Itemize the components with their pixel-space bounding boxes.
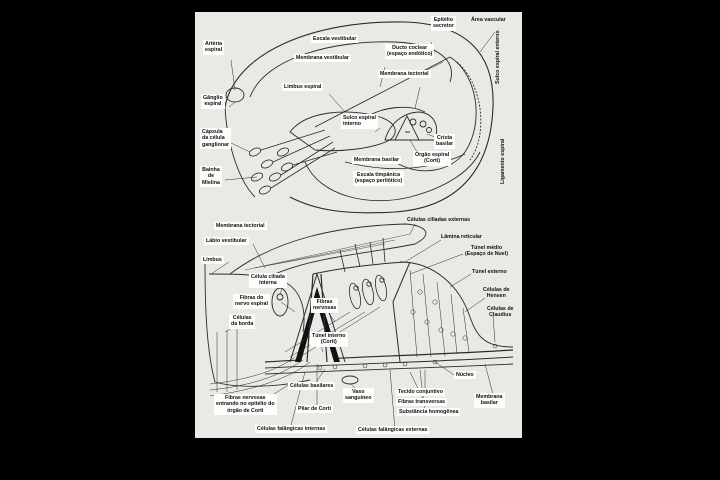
label-tunel-medio: Túnel médio (Espaço de Nuel): [465, 245, 508, 258]
cochlea-figure: Artéria espiral Escala vestibular Epitél…: [195, 12, 522, 438]
label-vaso-sanguineo: Vaso sanguíneo: [343, 388, 374, 403]
label-membrana-basilar-bottom: Membrana basilar: [474, 393, 505, 408]
label-membrana-tectorial-top: Membrana tectorial: [378, 70, 431, 79]
cochlear-duct-drawing: [224, 21, 496, 214]
label-tecido-conjuntivo: Tecido conjuntivo: [396, 388, 445, 397]
label-substancia-homogenea: Substância homogênea: [397, 408, 461, 417]
label-sulco-espiral-externo: Sulco espiral externo: [495, 30, 501, 84]
label-sulco-espiral-interno: Sulco espiral interno: [341, 114, 378, 129]
label-fibras-nervosas: Fibras nervosas: [311, 298, 339, 313]
label-tunel-interno: Túnel interno (Corti): [310, 332, 348, 347]
label-labio-vestibular: Lábio vestibular: [204, 237, 249, 246]
label-ligamento-espiral: Ligamento espiral: [500, 138, 506, 184]
label-membrana-basilar-top: Membrana basilar: [352, 156, 402, 165]
label-bainha-mielina: Bainha de Mielina: [200, 166, 222, 188]
label-fibras-transversas: Fibras transversas: [396, 398, 448, 407]
label-orgao-espiral: Órgão espiral (Corti): [413, 151, 452, 166]
label-membrana-vestibular: Membrana vestibular: [294, 54, 351, 63]
label-limbus-espiral: Limbus espiral: [282, 83, 324, 92]
label-celulas-falangicas-internas: Células falângicas internas: [255, 425, 328, 434]
label-escala-vestibular: Escala vestibular: [311, 35, 359, 44]
label-celulas-falangicas-externas: Células falângicas externas: [356, 426, 430, 435]
label-fibras-nervosas-entrando: Fibras nervosas entrando no epitélio do …: [214, 394, 277, 416]
label-celulas-ciliadas-externas: Células ciliadas externas: [407, 217, 471, 223]
label-area-vascular: Área vascular: [471, 17, 506, 23]
label-celulas-claudius: Células de Claudius: [487, 306, 514, 319]
label-limbus: Limbus: [201, 256, 224, 265]
label-pilar-corti: Pilar de Corti: [296, 405, 333, 414]
label-celulas-basilares: Células basilares: [288, 382, 336, 391]
label-escala-timpanica: Escala timpânica (espaço perilótico): [353, 171, 405, 186]
label-fibras-nervo-espiral: Fibras do nervo espiral: [233, 294, 270, 309]
label-arteria-espiral: Artéria espiral: [203, 40, 225, 55]
label-ducto-coclear: Ducto coclear (espaço endótico): [385, 44, 435, 59]
label-crista-basilar: Crista basilar: [434, 134, 456, 149]
label-tunel-externo: Túnel externo: [472, 269, 507, 275]
label-epitelio-secretor: Epitélio secretor: [431, 16, 456, 31]
label-celulas-hensen: Células de Hensen: [483, 287, 510, 300]
label-lamina-reticular: Lâmina reticular: [441, 234, 482, 240]
label-ganglio-espiral: Gânglio espiral: [201, 94, 225, 109]
label-nucleo: Núcleo: [454, 371, 476, 380]
label-celulas-borda: Células da borda: [229, 314, 256, 329]
label-capsula-celula-ganglionar: Cápsula da célula ganglionar: [200, 128, 232, 150]
label-membrana-tectorial-bottom: Membrana tectorial: [214, 222, 267, 231]
label-celula-ciliada-interna: Célula ciliada interna: [249, 273, 287, 288]
